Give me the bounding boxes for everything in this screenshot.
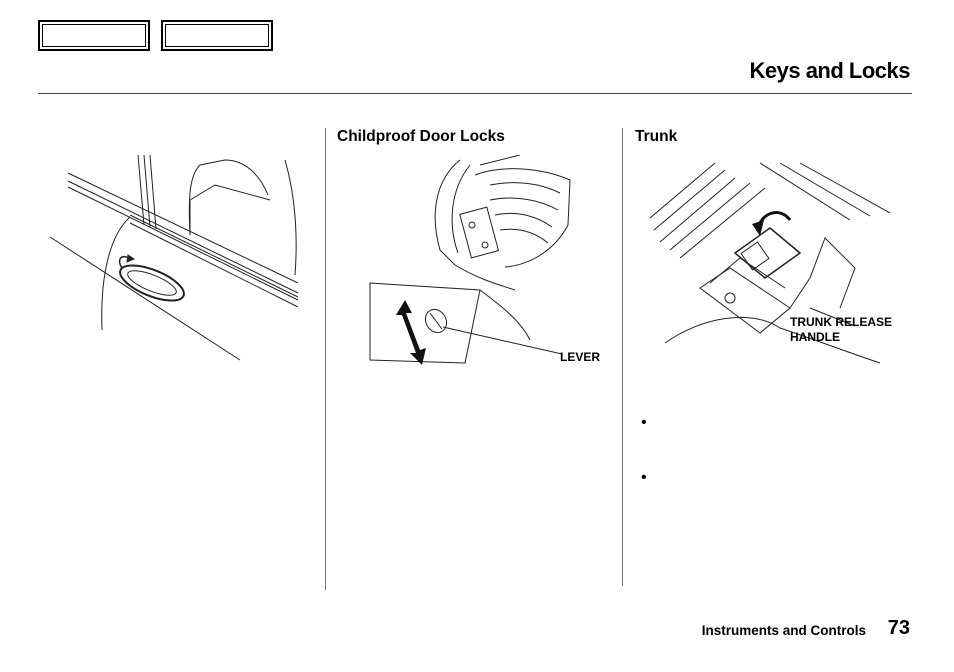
footer-section-name: Instruments and Controls bbox=[701, 623, 866, 638]
trunk-heading: Trunk bbox=[635, 128, 678, 145]
title-divider bbox=[38, 93, 912, 94]
page-title: Keys and Locks bbox=[749, 58, 910, 83]
previous-page-button[interactable] bbox=[38, 20, 150, 51]
trunk-release-label-line2: HANDLE bbox=[790, 330, 840, 344]
bullet-point: • bbox=[641, 469, 647, 486]
childproof-lock-illustration bbox=[369, 155, 571, 365]
page-number: 73 bbox=[887, 617, 910, 639]
column-divider-left bbox=[325, 128, 326, 590]
childproof-heading: Childproof Door Locks bbox=[337, 128, 505, 145]
trunk-release-illustration bbox=[649, 162, 891, 364]
column-divider-right bbox=[622, 128, 623, 586]
next-page-button[interactable] bbox=[161, 20, 273, 51]
lever-label: LEVER bbox=[560, 350, 601, 364]
door-handle-illustration bbox=[49, 155, 299, 361]
bullet-point: • bbox=[641, 414, 647, 431]
trunk-release-label: TRUNK RELEASE HANDLE bbox=[790, 315, 892, 345]
trunk-release-label-line1: TRUNK RELEASE bbox=[790, 315, 893, 329]
